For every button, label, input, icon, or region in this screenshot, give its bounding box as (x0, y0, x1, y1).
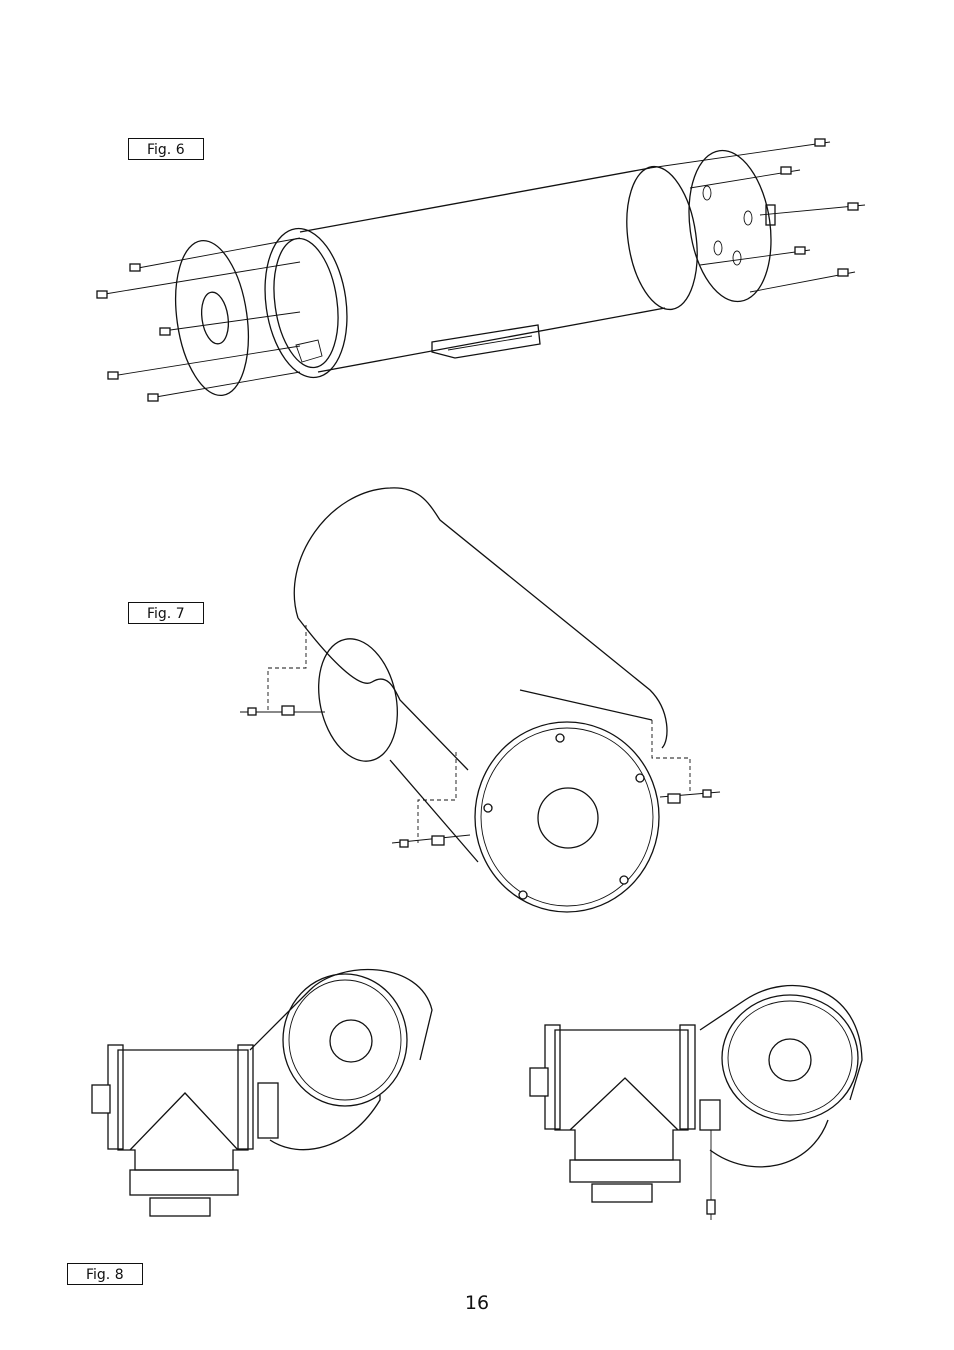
fig6-exploded-housing-drawing (97, 139, 865, 401)
fig8-left-pantilt-drawing (92, 970, 432, 1216)
fig7-sunshield-drawing (240, 488, 720, 912)
fig8-right-pantilt-drawing (530, 986, 862, 1220)
